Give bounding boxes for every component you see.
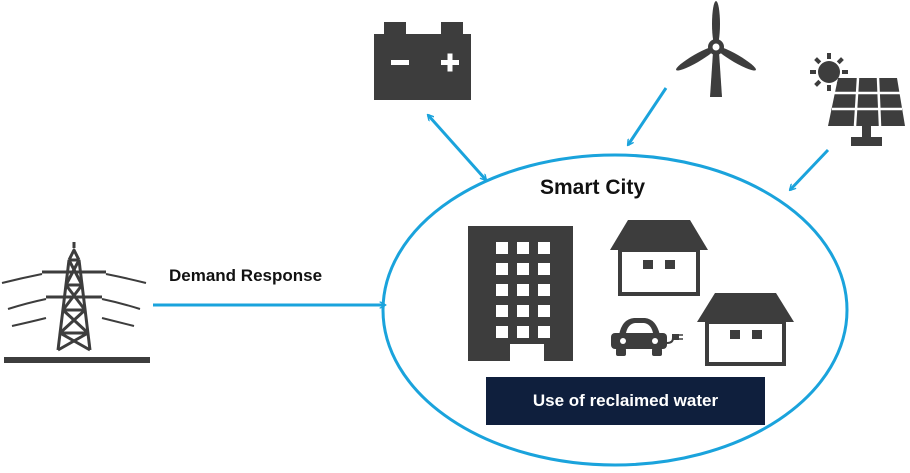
demand-response-label: Demand Response [169, 266, 323, 285]
wind-arrow [626, 87, 668, 145]
wind-turbine-icon [676, 1, 756, 97]
battery-arrow [428, 115, 486, 180]
battery-icon [374, 22, 471, 100]
solar-panel-icon [810, 53, 905, 146]
house-icon [610, 220, 708, 296]
reclaimed-water-label: Use of reclaimed water [486, 377, 765, 425]
house-icon [697, 293, 794, 366]
office-building-icon [468, 226, 573, 361]
smart-city-title: Smart City [540, 176, 646, 199]
solar-arrow [790, 148, 830, 190]
smart-city-boundary [381, 153, 849, 467]
electric-car-icon [611, 318, 683, 356]
transmission-tower-icon [1, 242, 150, 363]
